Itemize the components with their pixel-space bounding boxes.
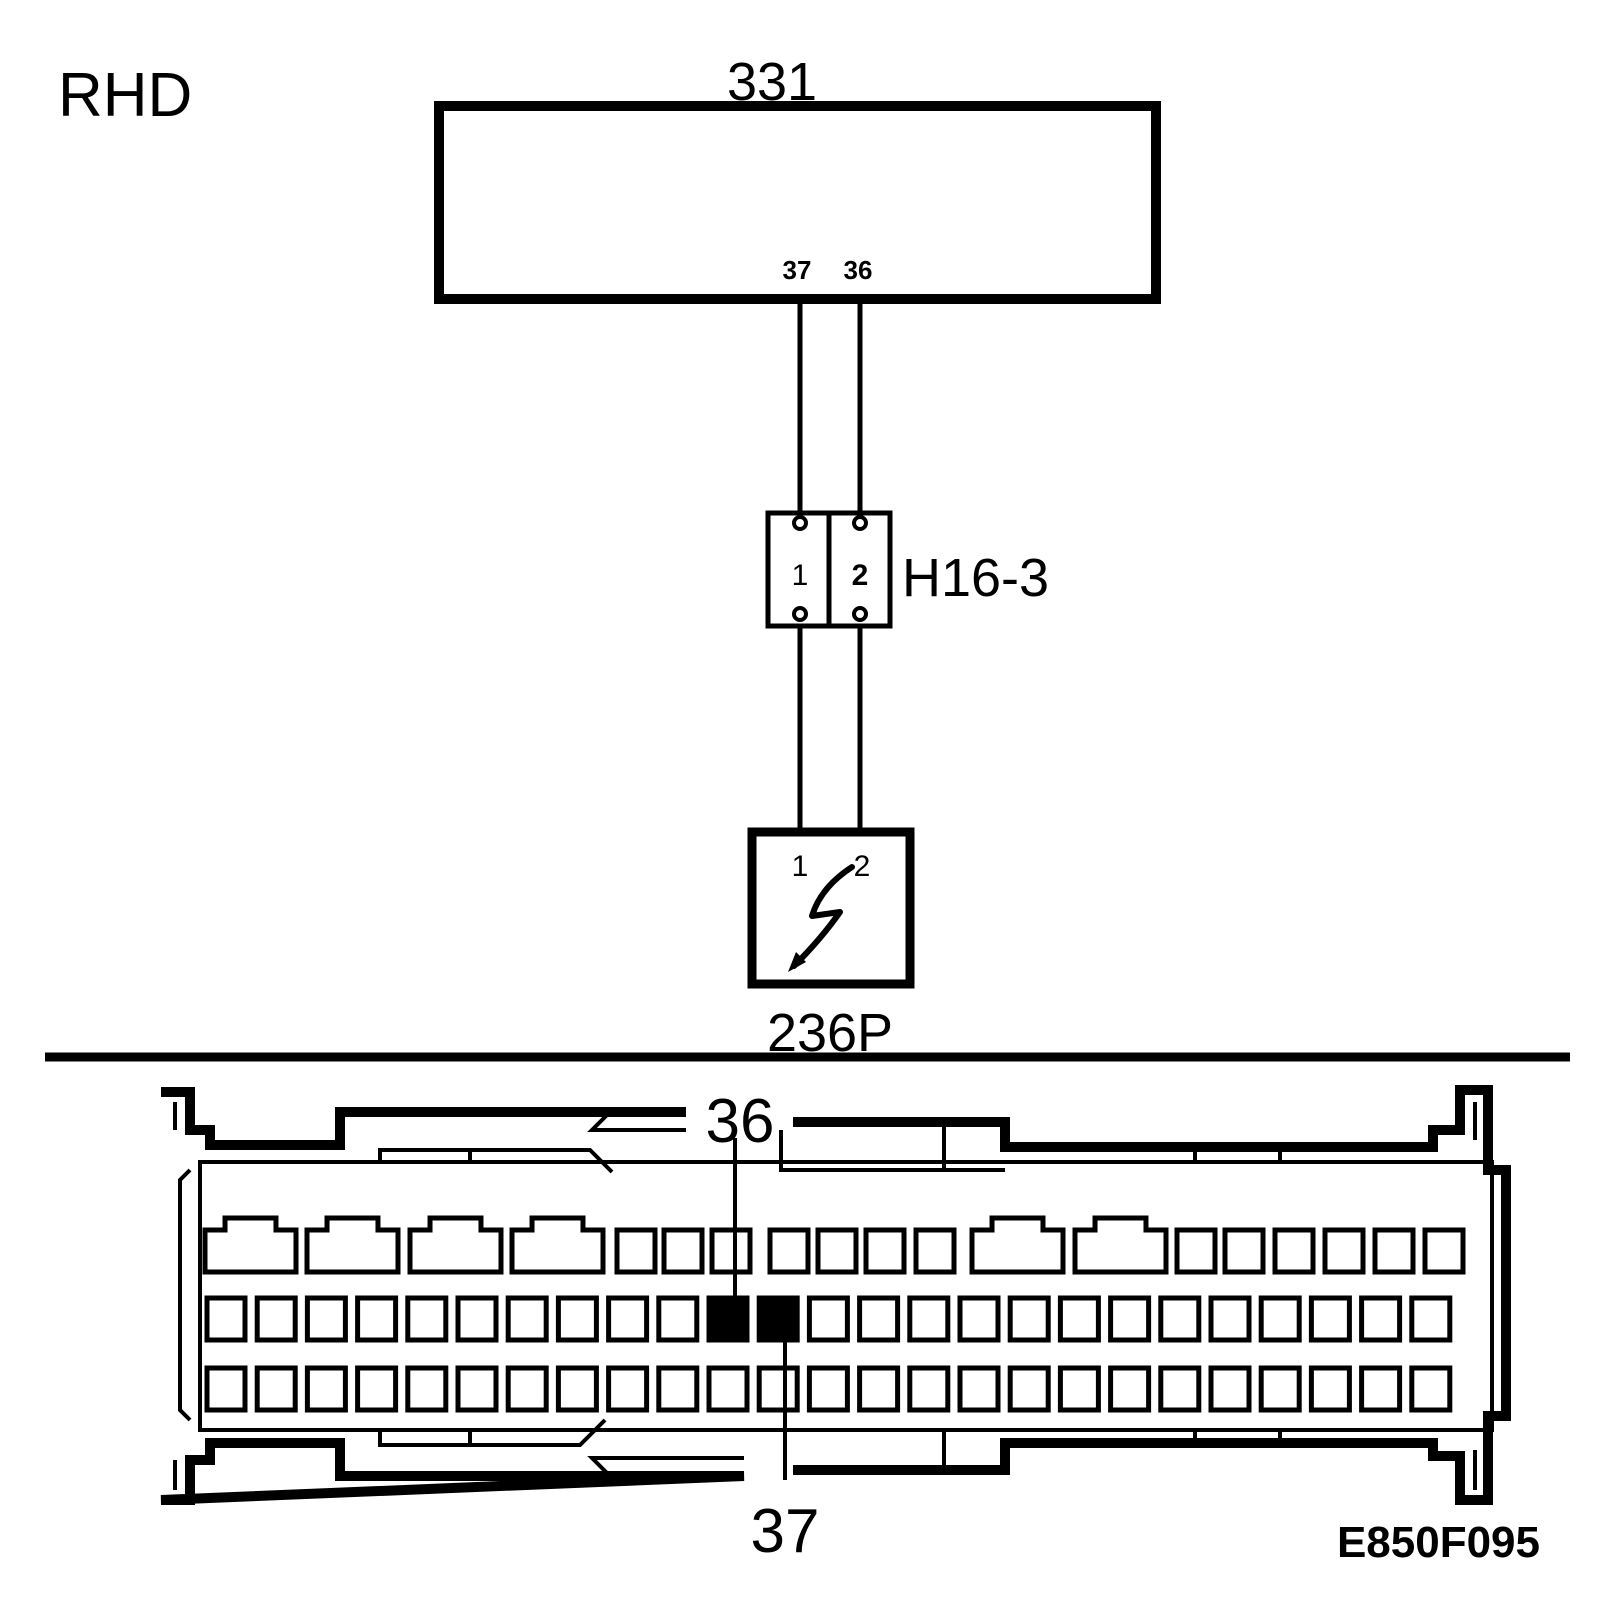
connector-cavity (304, 1365, 348, 1413)
connector-cavity-large (969, 1215, 1066, 1275)
connector-cavity (505, 1365, 549, 1413)
connector-cavity-highlighted (756, 1295, 800, 1343)
connector-cavity-large (202, 1215, 299, 1275)
connector-cavity (661, 1227, 705, 1275)
connector-cavity (857, 1365, 901, 1413)
sensor-pin-1: 1 (792, 850, 809, 883)
connector-cavity (254, 1295, 298, 1343)
connector-cavity (606, 1365, 650, 1413)
top-latch-right (779, 1122, 1282, 1172)
connector-cavity-large (1072, 1215, 1169, 1275)
connector-cavity-large (407, 1215, 504, 1275)
connector-h16-3-pin-2: 2 (852, 559, 869, 592)
connector-cavity (505, 1295, 549, 1343)
connector-cavity (1007, 1365, 1051, 1413)
connector-cavity (1308, 1295, 1352, 1343)
terminal-top-2 (852, 515, 868, 531)
terminal-top-1 (792, 515, 808, 531)
connector-cavity (455, 1295, 499, 1343)
connector-cavity (606, 1295, 650, 1343)
connector-cavity (355, 1365, 399, 1413)
module-331: 331 37 36 (434, 52, 1161, 304)
connector-cavity (1222, 1227, 1266, 1275)
connector-cavity (907, 1365, 951, 1413)
module-pin-37-label: 37 (783, 255, 812, 285)
connector-cavity (1258, 1365, 1302, 1413)
connector-face-inner-left (178, 1168, 192, 1422)
connector-cavity (706, 1365, 750, 1413)
connector-h16-3: 1 2 H16-3 (765, 510, 1049, 629)
connector-cavity (1108, 1295, 1152, 1343)
sensor-236p: 1 2 236P (747, 827, 915, 1063)
module-pin-36-label: 36 (844, 255, 873, 285)
connector-cavity (1359, 1365, 1403, 1413)
connector-cavity (1208, 1365, 1252, 1413)
connector-cavity (405, 1365, 449, 1413)
connector-cavity (857, 1295, 901, 1343)
connector-cavity (1308, 1365, 1352, 1413)
connector-cavity (1174, 1227, 1218, 1275)
sensor-box (747, 827, 915, 989)
top-latch-left (378, 1110, 686, 1174)
connector-cavity (405, 1295, 449, 1343)
variant-label: RHD (58, 61, 192, 130)
connector-cavity (1158, 1295, 1202, 1343)
connector-face-view: 36 37 (160, 1085, 1511, 1566)
face-pin-37-label: 37 (751, 1497, 820, 1566)
connector-cavity (815, 1227, 859, 1275)
sensor-arrow-head-icon (788, 952, 806, 972)
connector-cavity (1258, 1295, 1302, 1343)
connector-cavity-highlighted (706, 1295, 750, 1343)
connector-cavity (1108, 1365, 1152, 1413)
connector-cavity (957, 1295, 1001, 1343)
connector-cavity (1208, 1295, 1252, 1343)
terminal-bottom-1 (792, 606, 808, 622)
connector-cavity (1359, 1295, 1403, 1343)
bottom-latch-right (942, 1428, 1282, 1470)
connector-cavity (1409, 1295, 1453, 1343)
connector-cavity (656, 1365, 700, 1413)
connector-cavity (1057, 1295, 1101, 1343)
connector-cavity (1272, 1227, 1316, 1275)
connector-h16-3-pin-1: 1 (792, 559, 809, 592)
bottom-latch-left (378, 1418, 744, 1478)
connector-cavity (254, 1365, 298, 1413)
connector-cavity (806, 1295, 850, 1343)
connector-cavity-large (304, 1215, 401, 1275)
connector-cavity (555, 1295, 599, 1343)
connector-cavity-large (509, 1215, 606, 1275)
connector-cavities (202, 1215, 1466, 1413)
connector-cavity (1057, 1365, 1101, 1413)
connector-h16-3-id: H16-3 (902, 548, 1049, 608)
connector-cavity (614, 1227, 658, 1275)
connector-cavity (1007, 1295, 1051, 1343)
sensor-symbol-icon (791, 864, 855, 969)
connector-cavity (863, 1227, 907, 1275)
connector-cavity (957, 1365, 1001, 1413)
connector-cavity (709, 1227, 753, 1275)
connector-cavity (913, 1227, 957, 1275)
terminal-bottom-2 (852, 606, 868, 622)
connector-cavity (1422, 1227, 1466, 1275)
connector-cavity (907, 1295, 951, 1343)
connector-cavity (204, 1295, 248, 1343)
connector-cavity (767, 1227, 811, 1275)
connector-cavity (656, 1295, 700, 1343)
connector-cavity (806, 1365, 850, 1413)
connector-cavity (555, 1365, 599, 1413)
connector-face-outline (160, 1085, 1511, 1505)
connector-cavity (1158, 1365, 1202, 1413)
connector-cavity (756, 1365, 800, 1413)
connector-cavity (1322, 1227, 1366, 1275)
connector-cavity (455, 1365, 499, 1413)
sensor-pin-2: 2 (854, 850, 871, 883)
figure-code: E850F095 (1337, 1518, 1540, 1567)
connector-cavity (355, 1295, 399, 1343)
connector-cavity (1409, 1365, 1453, 1413)
connector-cavity (204, 1365, 248, 1413)
connector-cavity (304, 1295, 348, 1343)
face-pin-36-label: 36 (706, 1087, 775, 1156)
connector-cavity (1372, 1227, 1416, 1275)
